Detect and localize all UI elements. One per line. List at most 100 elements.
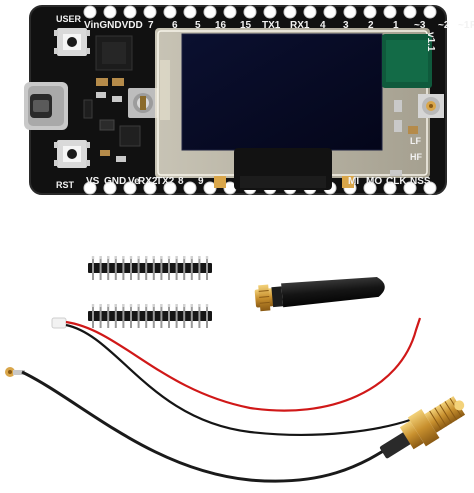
pin-hole (383, 5, 397, 19)
pin-hole (103, 5, 117, 19)
bottom-pin-label: MO (366, 176, 382, 187)
header-pin (198, 304, 201, 328)
ipex-sma-pigtail (5, 367, 466, 483)
header-pin (130, 304, 132, 328)
header-pin (160, 304, 163, 328)
top-pin-label: 5 (195, 20, 201, 31)
rf-passives (390, 100, 418, 176)
oled-display (155, 28, 430, 190)
header-pin (114, 256, 117, 280)
top-pin-label: 3 (343, 20, 349, 31)
bottom-pin-label: NSS (410, 176, 431, 187)
pin-hole (423, 181, 437, 195)
header-pin (130, 256, 132, 280)
pin-hole (263, 5, 277, 19)
top-pin-label: RST (470, 20, 474, 31)
header-pin (114, 304, 117, 328)
top-pin-label: ~2 (438, 20, 450, 31)
ipex-connector[interactable] (418, 94, 444, 118)
user-button[interactable] (54, 28, 90, 56)
pin-hole (143, 181, 157, 195)
bottom-pin-label: MI (348, 176, 359, 187)
hf-label: HF (410, 152, 422, 162)
top-pin-holes (83, 5, 437, 19)
pin-hole (423, 5, 437, 19)
pin-hole (203, 5, 217, 19)
header-pin (198, 256, 201, 280)
dev-board: USER RST (24, 5, 474, 195)
version-label: v1.1 (425, 32, 436, 52)
header-pin (137, 256, 140, 280)
top-pin-label: 7 (148, 20, 154, 31)
header-pin (107, 304, 110, 328)
header-pin (107, 256, 110, 280)
pin-hole (243, 5, 257, 19)
pin-hole (83, 181, 97, 195)
top-pin-label: ~3 (414, 20, 426, 31)
bottom-pin-label: TX2 (156, 176, 175, 187)
header-pin (137, 304, 140, 328)
top-pin-label: TX1 (262, 20, 281, 31)
header-pin (152, 304, 155, 328)
bottom-pin-label: RX2 (138, 176, 158, 187)
pin-hole (163, 181, 177, 195)
top-pin-label: VinGNDVDD (84, 20, 143, 31)
rubber-duck-antenna (254, 276, 385, 312)
header-pin (145, 256, 148, 280)
header-pin (206, 256, 208, 280)
smd-components (83, 35, 141, 162)
oled-screen (182, 34, 382, 150)
pin-hole (363, 5, 377, 19)
header-pin (122, 256, 125, 280)
pin-hole (123, 5, 137, 19)
pin-hole (123, 181, 137, 195)
pin-hole (403, 181, 417, 195)
header-pin (206, 304, 208, 328)
battery-cable (51, 317, 422, 436)
pin-hole (223, 5, 237, 19)
rst-button-label: RST (56, 180, 75, 190)
top-pin-label: 6 (172, 20, 178, 31)
pin-hole (163, 5, 177, 19)
top-pin-label: RX1 (290, 20, 310, 31)
header-pin (92, 304, 94, 328)
pin-hole (103, 181, 117, 195)
antenna-chip (382, 34, 432, 88)
header-pin (160, 256, 163, 280)
top-pin-label: 16 (215, 20, 227, 31)
pin-header-strip-top (88, 256, 212, 280)
header-pin (175, 304, 178, 328)
bottom-pin-label: VS (86, 176, 100, 187)
pin-hole (343, 5, 357, 19)
header-pin (92, 256, 94, 280)
user-button-label: USER (56, 14, 82, 24)
header-pin (168, 304, 170, 328)
header-pin (145, 304, 148, 328)
pin-hole (183, 5, 197, 19)
header-pin (99, 256, 102, 280)
crystal-oscillator (128, 88, 158, 118)
pin-hole (403, 5, 417, 19)
pin-hole (143, 5, 157, 19)
rst-button[interactable] (54, 140, 90, 168)
lf-label: LF (410, 136, 421, 146)
header-pin (175, 256, 178, 280)
header-pin (183, 256, 186, 280)
pin-hole (283, 5, 297, 19)
pin-hole (83, 5, 97, 19)
header-pin (168, 256, 170, 280)
top-pin-label: 2 (368, 20, 374, 31)
pin-hole (383, 181, 397, 195)
bottom-pin-label: CLK (386, 176, 407, 187)
header-pin (152, 256, 155, 280)
header-pin (190, 256, 193, 280)
top-pin-label: 15 (240, 20, 252, 31)
usb-c-port[interactable] (24, 82, 68, 130)
top-pin-label: 4 (320, 20, 326, 31)
bottom-pin-label: Ve (128, 176, 140, 187)
pin-hole (323, 5, 337, 19)
pin-header-strip-bottom (88, 304, 212, 328)
